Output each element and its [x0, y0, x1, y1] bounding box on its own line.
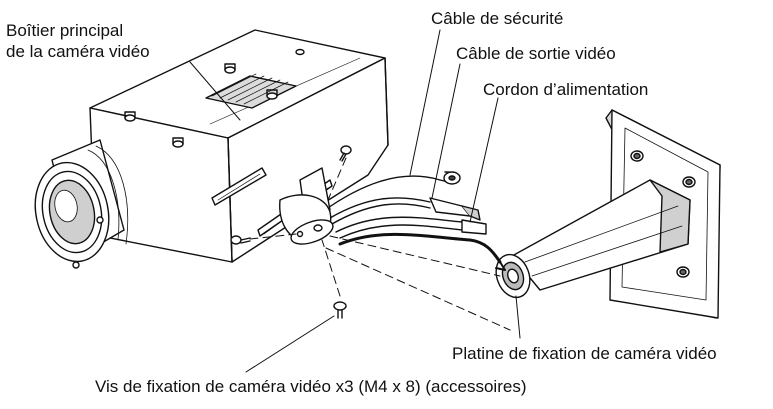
leader-power — [469, 97, 499, 223]
bracket-hole-4 — [676, 266, 690, 278]
camera-housing — [89, 29, 389, 263]
bracket-hole-1 — [630, 150, 644, 162]
screw-icon — [333, 301, 347, 319]
leader-screws — [245, 315, 335, 373]
wall-bracket — [495, 109, 721, 319]
power-cord — [335, 216, 463, 233]
mount-base — [290, 219, 334, 245]
camera-mount — [279, 167, 334, 245]
cables — [321, 171, 506, 271]
screw-icon — [230, 235, 251, 245]
leader-bracket — [515, 295, 521, 339]
leader-lines — [189, 29, 521, 373]
label-safety-cable: Câble de sécurité — [431, 9, 564, 28]
leader-housing — [189, 61, 241, 121]
video-cable — [329, 197, 431, 219]
lens-assembly — [34, 139, 129, 269]
label-power-cord: Cordon d’alimentation — [483, 80, 649, 99]
label-mounting-bracket: Platine de fixation de caméra vidéo — [452, 344, 717, 363]
label-mounting-screws: Vis de fixation de caméra vidéo x3 (M4 x… — [95, 377, 527, 396]
label-camera-housing-line1: Boîtier principal — [6, 21, 124, 40]
bracket-hole-2 — [682, 176, 696, 188]
label-camera-housing-line2: de la caméra vidéo — [6, 42, 150, 61]
leader-safety — [409, 29, 441, 176]
screw-icon — [339, 145, 352, 162]
label-video-cable: Câble de sortie vidéo — [456, 44, 616, 63]
leader-video — [431, 63, 461, 199]
mounting-screws — [230, 145, 352, 319]
top-screws — [124, 48, 305, 148]
label-camera-housing: Boîtier principal de la caméra vidéo — [6, 20, 150, 62]
assembly-guides — [249, 157, 511, 331]
